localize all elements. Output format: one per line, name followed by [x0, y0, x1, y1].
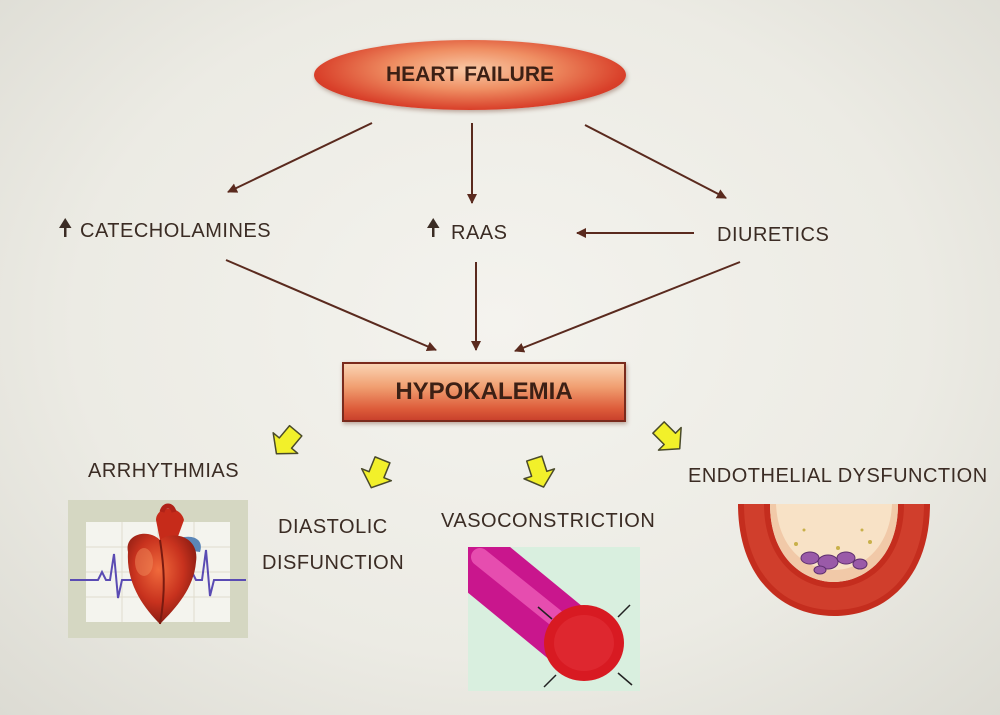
catecholamines-label: CATECHOLAMINES: [80, 220, 272, 242]
hypokalemia-node: HYPOKALEMIA: [342, 362, 626, 422]
up-arrow-icon: [427, 218, 440, 237]
arrow-hf-to-diuretics: [584, 124, 727, 199]
block-arrow-to-diastolic: [360, 456, 393, 489]
diastolic-label-line1: DIASTOLIC: [278, 516, 388, 538]
block-arrow-to-arrhythmias: [272, 424, 303, 455]
diastolic-label-line2: DISFUNCTION: [262, 552, 405, 574]
raas-label: RAAS: [451, 222, 508, 244]
arrow-diuretics-to-hypokalemia: [514, 261, 741, 353]
arrow-catecholamines-to-hypokalemia: [225, 259, 437, 352]
arrhythmias-label: ARRHYTHMIAS: [88, 460, 240, 482]
vasoconstriction-label: VASOCONSTRICTION: [441, 510, 656, 532]
block-arrow-to-vasoconstriction: [523, 455, 556, 488]
hypokalemia-label: HYPOKALEMIA: [395, 378, 573, 405]
arrow-hf-to-catecholamines: [227, 122, 373, 193]
endothelial-label: ENDOTHELIAL DYSFUNCTION: [688, 465, 988, 487]
diuretics-label: DIURETICS: [717, 224, 830, 246]
block-arrow-to-endothelial: [652, 421, 682, 451]
heart-ecg-illustration: [68, 500, 248, 638]
heart-failure-node: HEART FAILURE: [314, 40, 626, 110]
heart-failure-label: HEART FAILURE: [386, 63, 554, 86]
up-arrow-icon: [59, 218, 72, 237]
blood-vessel-illustration: [468, 547, 640, 691]
endothelium-cross-section-illustration: [738, 504, 930, 616]
